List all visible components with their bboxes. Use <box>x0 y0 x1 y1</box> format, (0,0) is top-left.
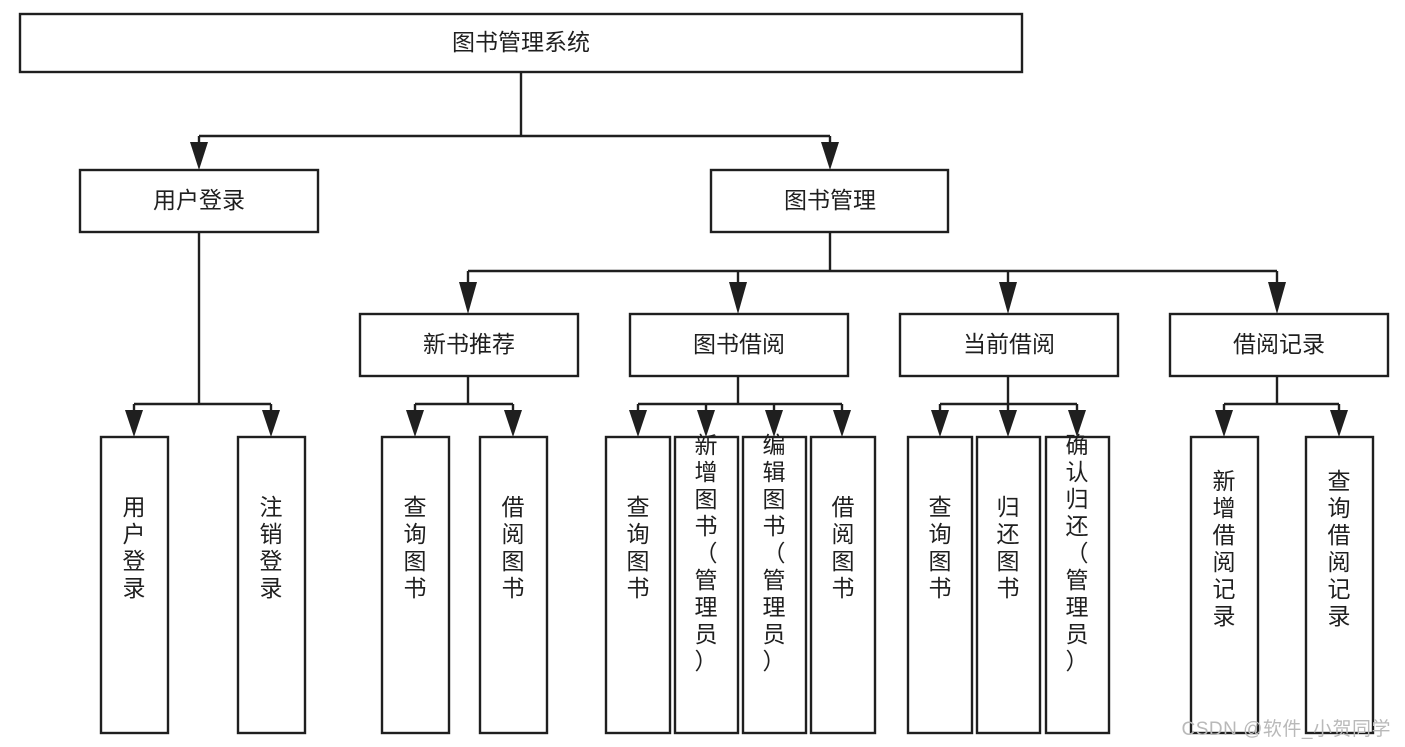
node-leaf-newbook-query-label: 查询图书 <box>404 494 427 601</box>
node-leaf-newbook-borrow-label: 借阅图书 <box>502 494 525 601</box>
node-leaf-bookborrow-edit-label: 编辑图书（管理员） <box>763 432 786 674</box>
node-leaf-user-login-box[interactable] <box>99 435 170 735</box>
node-leaf-bookborrow-borrow-box[interactable] <box>809 435 877 735</box>
node-borrow-record-box[interactable] <box>1168 312 1390 378</box>
arrow-head-newbook-leaf-2 <box>504 410 522 437</box>
node-root-system-label: 图书管理系统 <box>452 29 590 55</box>
node-current-borrow-box[interactable] <box>898 312 1120 378</box>
connector-group-userlogin-leaves <box>125 232 280 437</box>
node-leaf-bookborrow-query-label: 查询图书 <box>627 494 650 601</box>
node-leaf-borrowrecord-query-box[interactable] <box>1304 435 1375 735</box>
node-leaf-currentborrow-query[interactable]: 查询图书 <box>906 435 974 735</box>
arrow-head-currentborrow-leaf-3 <box>1068 410 1086 437</box>
node-leaf-borrowrecord-query[interactable]: 查询借阅记录 <box>1304 435 1375 735</box>
arrow-head-bookborrow-leaf-4 <box>833 410 851 437</box>
arrow-head-newbook-leaf-1 <box>406 410 424 437</box>
node-leaf-newbook-query[interactable]: 查询图书 <box>380 435 451 735</box>
node-leaf-bookborrow-add-label: 新增图书（管理员） <box>695 432 718 674</box>
node-leaf-borrowrecord-add-box[interactable] <box>1189 435 1260 735</box>
node-new-book-recommend-label: 新书推荐 <box>423 331 515 357</box>
arrow-head-user-login <box>190 142 208 170</box>
arrow-head-bookborrow-leaf-2 <box>697 410 715 437</box>
node-leaf-currentborrow-confirm[interactable]: 确认归还（管理员） <box>1044 432 1111 735</box>
node-leaf-currentborrow-query-box[interactable] <box>906 435 974 735</box>
node-leaf-bookborrow-add[interactable]: 新增图书（管理员） <box>673 432 740 735</box>
node-user-login-box[interactable] <box>78 168 320 234</box>
node-new-book-recommend[interactable]: 新书推荐 <box>358 312 580 378</box>
node-leaf-borrowrecord-add-label: 新增借阅记录 <box>1213 468 1236 629</box>
node-leaf-bookborrow-borrow-label: 借阅图书 <box>832 494 855 601</box>
node-leaf-newbook-borrow[interactable]: 借阅图书 <box>478 435 549 735</box>
arrow-head-borrowrecord-leaf-2 <box>1330 410 1348 437</box>
watermark: CSDN @软件_小贺同学 <box>1181 719 1391 740</box>
node-leaf-newbook-borrow-box[interactable] <box>478 435 549 735</box>
node-root-system-box[interactable] <box>18 12 1024 74</box>
node-leaf-logout-label: 注销登录 <box>260 494 283 601</box>
arrow-head-leaf-logout <box>262 410 280 437</box>
arrow-head-new-book-recommend <box>459 282 477 314</box>
node-leaf-logout[interactable]: 注销登录 <box>236 435 307 735</box>
node-leaf-user-login-label: 用户登录 <box>123 494 146 601</box>
node-new-book-recommend-box[interactable] <box>358 312 580 378</box>
arrow-head-book-borrow <box>729 282 747 314</box>
node-leaf-currentborrow-return-label: 归还图书 <box>997 494 1020 601</box>
node-borrow-record-label: 借阅记录 <box>1233 331 1325 357</box>
connector-group-newbook-leaves <box>406 376 522 437</box>
node-book-manage-label: 图书管理 <box>784 187 876 213</box>
node-leaf-logout-box[interactable] <box>236 435 307 735</box>
node-current-borrow-label: 当前借阅 <box>963 331 1055 357</box>
node-user-login-label: 用户登录 <box>153 187 245 213</box>
node-book-borrow-box[interactable] <box>628 312 850 378</box>
node-book-manage[interactable]: 图书管理 <box>709 168 950 234</box>
connector-group-root-to-level2 <box>190 72 839 170</box>
arrow-head-currentborrow-leaf-2 <box>999 410 1017 437</box>
arrow-head-book-manage <box>821 142 839 170</box>
arrow-head-current-borrow <box>999 282 1017 314</box>
connector-group-bookborrow-leaves <box>629 376 851 437</box>
node-leaf-bookborrow-edit[interactable]: 编辑图书（管理员） <box>741 432 808 735</box>
node-leaf-bookborrow-edit-box[interactable] <box>741 435 808 735</box>
node-leaf-newbook-query-box[interactable] <box>380 435 451 735</box>
node-borrow-record[interactable]: 借阅记录 <box>1168 312 1390 378</box>
node-user-login[interactable]: 用户登录 <box>78 168 320 234</box>
node-leaf-bookborrow-add-box[interactable] <box>673 435 740 735</box>
connector-group-currentborrow-leaves <box>931 376 1086 437</box>
arrow-head-borrowrecord-leaf-1 <box>1215 410 1233 437</box>
node-root-system[interactable]: 图书管理系统 <box>18 12 1024 74</box>
node-leaf-borrowrecord-add[interactable]: 新增借阅记录 <box>1189 435 1260 735</box>
node-current-borrow[interactable]: 当前借阅 <box>898 312 1120 378</box>
arrow-head-currentborrow-leaf-1 <box>931 410 949 437</box>
node-leaf-borrowrecord-query-label: 查询借阅记录 <box>1328 468 1351 629</box>
node-leaf-bookborrow-borrow[interactable]: 借阅图书 <box>809 435 877 735</box>
node-book-borrow[interactable]: 图书借阅 <box>628 312 850 378</box>
connector-group-borrowrecord-leaves <box>1215 376 1348 437</box>
node-book-borrow-label: 图书借阅 <box>693 331 785 357</box>
node-leaf-user-login[interactable]: 用户登录 <box>99 435 170 735</box>
arrow-head-leaf-user-login <box>125 410 143 437</box>
arrow-head-bookborrow-leaf-3 <box>765 410 783 437</box>
arrow-head-bookborrow-leaf-1 <box>629 410 647 437</box>
node-leaf-currentborrow-confirm-box[interactable] <box>1044 435 1111 735</box>
node-leaf-currentborrow-query-label: 查询图书 <box>929 494 952 601</box>
node-leaf-currentborrow-return[interactable]: 归还图书 <box>975 435 1042 735</box>
node-leaf-bookborrow-query-box[interactable] <box>604 435 672 735</box>
node-book-manage-box[interactable] <box>709 168 950 234</box>
node-leaf-bookborrow-query[interactable]: 查询图书 <box>604 435 672 735</box>
connector-group-bookmanage-to-level3 <box>459 232 1286 314</box>
node-leaf-currentborrow-confirm-label: 确认归还（管理员） <box>1066 432 1089 674</box>
arrow-head-borrow-record <box>1268 282 1286 314</box>
node-leaf-currentborrow-return-box[interactable] <box>975 435 1042 735</box>
